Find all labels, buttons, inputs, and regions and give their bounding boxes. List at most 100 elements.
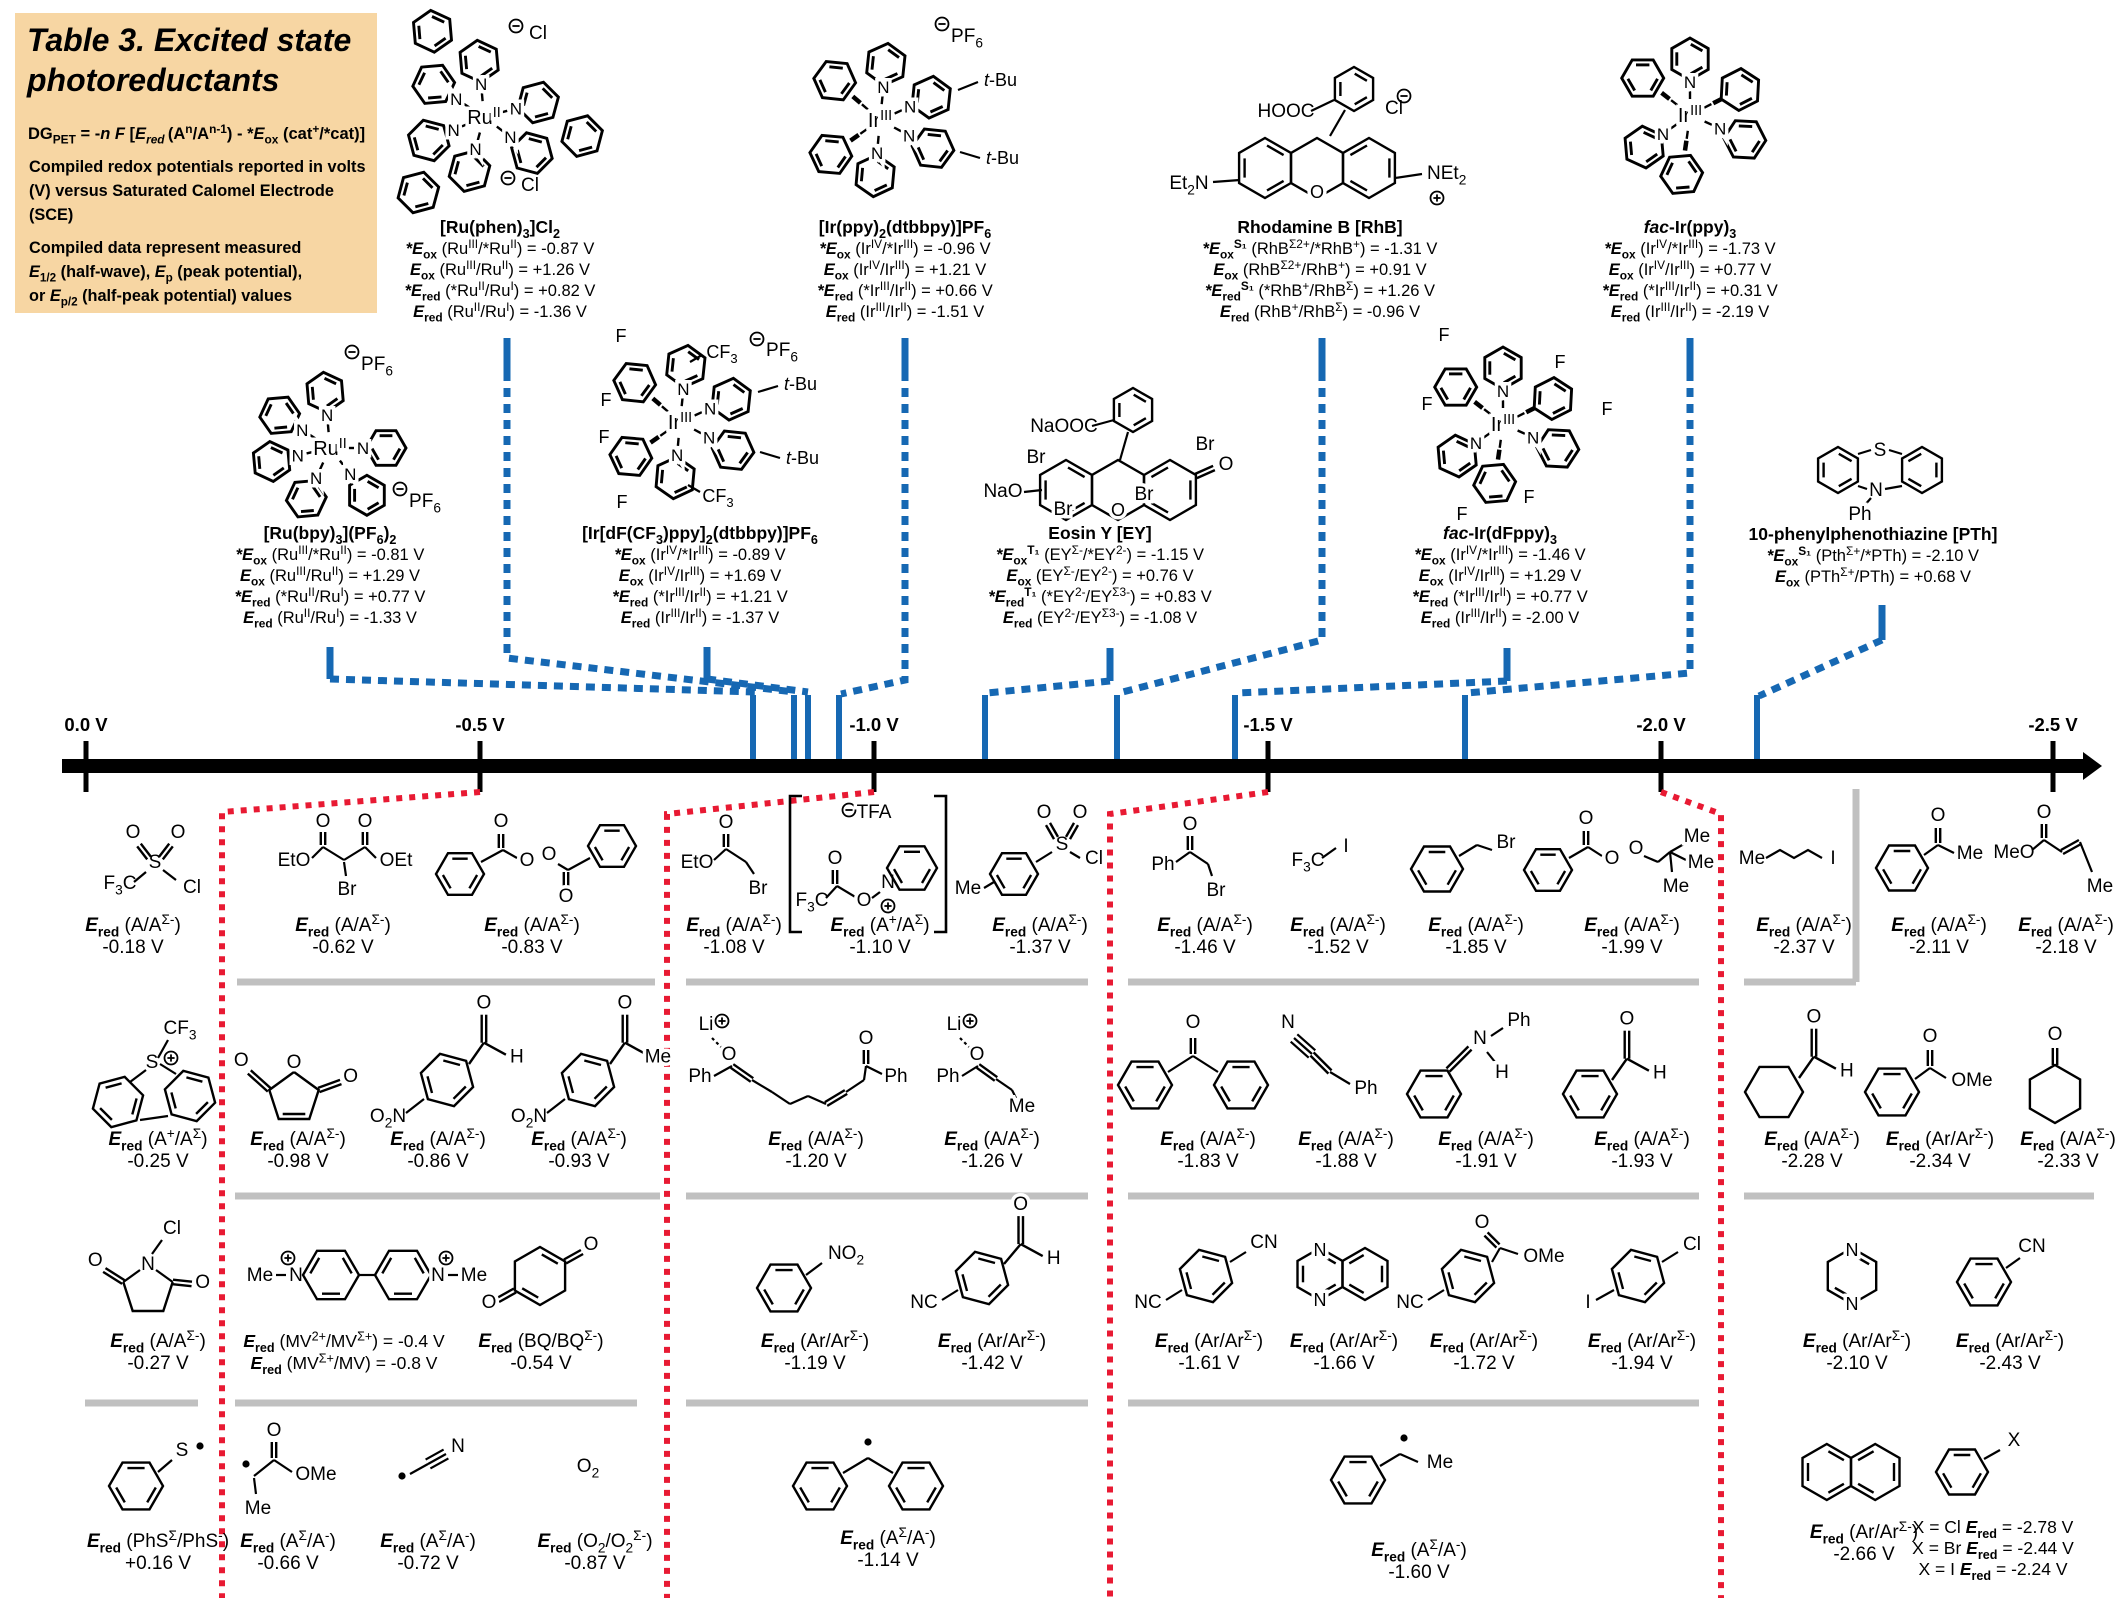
svg-text:Ered (MVΣ+/MV) = -0.8 V: Ered (MVΣ+/MV) = -0.8 V	[251, 1352, 438, 1377]
svg-text:N: N	[321, 406, 333, 425]
svg-text:O: O	[126, 822, 141, 843]
svg-text:N: N	[703, 429, 715, 448]
svg-text:*Ered (*IrIII/IrII) = +0.31 V: *Ered (*IrIII/IrII) = +0.31 V	[1602, 279, 1777, 304]
svg-text:O: O	[559, 886, 574, 907]
svg-text:O: O	[1183, 814, 1198, 835]
svg-text:Ered (A/AΣ-): Ered (A/AΣ-)	[768, 1126, 864, 1153]
svg-text:Ered (A+/AΣ): Ered (A+/AΣ)	[830, 912, 929, 939]
svg-text:-0.54 V: -0.54 V	[510, 1353, 572, 1374]
svg-text:-2.10 V: -2.10 V	[1826, 1353, 1888, 1374]
svg-text:Eox (EYΣ-/EY2-) = +0.76 V: Eox (EYΣ-/EY2-) = +0.76 V	[1006, 564, 1193, 589]
svg-text:Ered (A/AΣ-): Ered (A/AΣ-)	[295, 912, 391, 939]
svg-text:Cl: Cl	[183, 877, 201, 898]
svg-text:OMe: OMe	[295, 1464, 336, 1485]
svg-text:Ered (A/AΣ-): Ered (A/AΣ-)	[992, 912, 1088, 939]
svg-text:Ph: Ph	[1151, 854, 1174, 875]
svg-text:RuII: RuII	[313, 436, 347, 460]
svg-text:O: O	[1013, 1194, 1028, 1215]
svg-text:Eox (RuIII/RuII) = +1.29 V: Eox (RuIII/RuII) = +1.29 V	[240, 564, 420, 589]
svg-text:O: O	[520, 850, 535, 871]
svg-text:I: I	[1585, 1292, 1590, 1313]
svg-text:NC: NC	[1134, 1292, 1161, 1313]
svg-text:Ered (AΣ/A-): Ered (AΣ/A-)	[1371, 1537, 1467, 1564]
svg-text:O: O	[1923, 1026, 1938, 1047]
svg-text:NC: NC	[1396, 1292, 1423, 1313]
svg-text:Rhodamine B [RhB]: Rhodamine B [RhB]	[1237, 217, 1402, 237]
svg-text:N: N	[292, 446, 304, 465]
svg-text:-1.85 V: -1.85 V	[1445, 937, 1507, 958]
svg-text:O: O	[2037, 802, 2052, 823]
svg-text:Cl: Cl	[529, 23, 547, 44]
svg-text:*Eox (IrIV/*IrIII) = -1.46 V: *Eox (IrIV/*IrIII) = -1.46 V	[1414, 543, 1585, 568]
svg-text:E1/2 (half-wave), Ep (peak pot: E1/2 (half-wave), Ep (peak potential),	[29, 263, 302, 285]
svg-text:*EredT₁ (*EY2-/EYΣ3-) = +0.83: *EredT₁ (*EY2-/EYΣ3-) = +0.83 V	[988, 585, 1211, 610]
svg-text:Ph: Ph	[1507, 1010, 1530, 1031]
svg-text:N: N	[871, 144, 883, 163]
svg-text:Me: Me	[645, 1047, 671, 1068]
svg-text:Br: Br	[1135, 484, 1155, 505]
svg-text:O: O	[2048, 1024, 2063, 1045]
svg-text:-1.83 V: -1.83 V	[1177, 1151, 1239, 1172]
svg-text:I: I	[1343, 836, 1348, 857]
svg-text:*Eox (IrIV/*IrIII) = -0.96 V: *Eox (IrIV/*IrIII) = -0.96 V	[819, 237, 990, 262]
svg-text:fac-Ir(dFppy)3: fac-Ir(dFppy)3	[1443, 523, 1557, 547]
svg-text:S: S	[1056, 834, 1069, 855]
svg-text:HOOC: HOOC	[1258, 101, 1315, 122]
svg-text:-1.93 V: -1.93 V	[1611, 1151, 1673, 1172]
svg-text:N: N	[289, 1265, 303, 1286]
svg-text:Ered (A/AΣ-): Ered (A/AΣ-)	[1298, 1126, 1394, 1153]
svg-text:photoreductants: photoreductants	[26, 62, 279, 98]
svg-text:t-Bu: t-Bu	[786, 448, 819, 468]
svg-text:Ph: Ph	[688, 1066, 711, 1087]
svg-text:t-Bu: t-Bu	[784, 374, 817, 394]
svg-text:EtO: EtO	[681, 852, 714, 873]
svg-text:-1.10 V: -1.10 V	[849, 937, 911, 958]
svg-text:Ered (AΣ/A-): Ered (AΣ/A-)	[380, 1528, 476, 1555]
svg-text:N: N	[451, 1436, 465, 1457]
svg-text:Ered (O2/O2Σ-): Ered (O2/O2Σ-)	[537, 1528, 652, 1555]
svg-text:O: O	[1620, 1009, 1635, 1030]
svg-text:*Ered (*IrIII/IrII) = +0.66 V: *Ered (*IrIII/IrII) = +0.66 V	[817, 279, 992, 304]
svg-text:IrIII: IrIII	[868, 108, 892, 132]
svg-text:F: F	[616, 326, 627, 346]
svg-text:N: N	[1470, 434, 1482, 453]
svg-text:Me: Me	[247, 1265, 273, 1286]
svg-text:(V) versus Saturated Calomel E: (V) versus Saturated Calomel Electrode	[29, 182, 334, 200]
svg-text:-2.33 V: -2.33 V	[2037, 1151, 2099, 1172]
svg-text:Ered (A/AΣ-): Ered (A/AΣ-)	[2018, 912, 2114, 939]
svg-text:Cl: Cl	[1385, 98, 1403, 119]
svg-text:-1.60 V: -1.60 V	[1388, 1562, 1450, 1583]
svg-text:Eosin Y [EY]: Eosin Y [EY]	[1048, 523, 1151, 543]
svg-text:NaOOC: NaOOC	[1030, 416, 1098, 437]
svg-text:t-Bu: t-Bu	[986, 148, 1019, 168]
svg-text:-0.72 V: -0.72 V	[397, 1553, 459, 1574]
svg-text:Ph: Ph	[1354, 1078, 1377, 1099]
svg-text:O: O	[722, 1044, 737, 1065]
svg-text:Ph: Ph	[1848, 504, 1871, 525]
svg-text:-2.28 V: -2.28 V	[1781, 1151, 1843, 1172]
svg-text:N: N	[1714, 119, 1726, 138]
svg-text:O: O	[316, 811, 331, 832]
svg-text:Et2N: Et2N	[1169, 173, 1208, 197]
svg-text:O: O	[857, 890, 872, 911]
svg-text:O: O	[1073, 802, 1088, 823]
svg-text:F: F	[617, 492, 628, 512]
svg-text:F: F	[1422, 394, 1433, 414]
svg-text:CF3: CF3	[164, 1018, 197, 1042]
svg-text:Me: Me	[1427, 1452, 1453, 1473]
svg-text:N: N	[344, 465, 356, 484]
svg-text:*Eox (IrIV/*IrIII) = -1.73 V: *Eox (IrIV/*IrIII) = -1.73 V	[1604, 237, 1775, 262]
svg-text:F: F	[599, 427, 610, 447]
svg-text:-1.26 V: -1.26 V	[961, 1151, 1023, 1172]
svg-text:Ered (RuII/RuI) = -1.36 V: Ered (RuII/RuI) = -1.36 V	[413, 300, 587, 325]
svg-text:N: N	[704, 400, 716, 419]
svg-text:-0.86 V: -0.86 V	[407, 1151, 469, 1172]
svg-text:F: F	[1524, 487, 1535, 507]
svg-text:N: N	[1846, 1294, 1859, 1314]
svg-text:N: N	[1314, 1290, 1327, 1310]
svg-text:Ered (A/AΣ-): Ered (A/AΣ-)	[1290, 912, 1386, 939]
svg-text:N: N	[141, 1254, 155, 1275]
svg-text:Me: Me	[2087, 876, 2113, 897]
svg-text:-2.66 V: -2.66 V	[1833, 1544, 1895, 1565]
svg-text:N: N	[447, 121, 459, 140]
